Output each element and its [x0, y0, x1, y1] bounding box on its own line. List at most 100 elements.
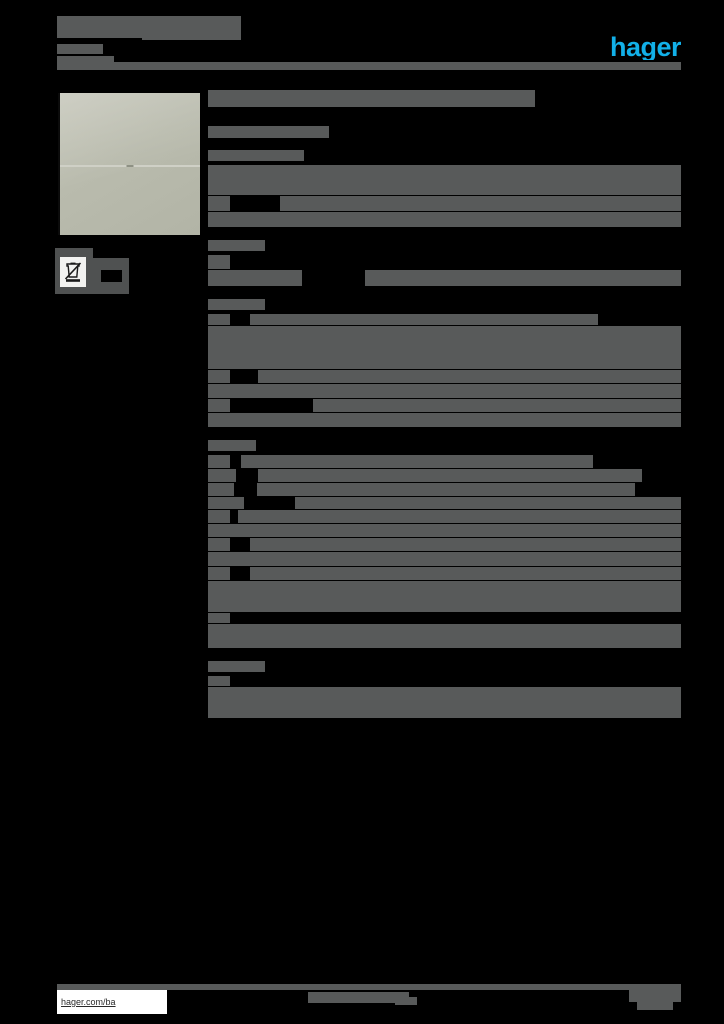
- spec-row-label-redacted: [208, 270, 302, 286]
- document-subtitle-redacted: [57, 44, 103, 54]
- spec-row-value-redacted: [251, 384, 681, 398]
- footer-center-redacted: [308, 992, 409, 1003]
- spec-row-value-redacted: [250, 538, 681, 551]
- spec-row-label-redacted: [208, 483, 234, 496]
- spec-row-value-redacted: [258, 370, 681, 383]
- spec-row-label-redacted: [208, 524, 681, 537]
- weee-icon: [60, 257, 86, 287]
- specification-panel: [208, 90, 681, 731]
- spec-row-label-redacted: [208, 255, 230, 269]
- spec-section-spacer: [208, 228, 681, 240]
- spec-row: [208, 613, 681, 623]
- spec-row: [208, 270, 681, 286]
- spec-row-label-redacted: [208, 552, 681, 566]
- spec-row: [208, 326, 681, 369]
- spec-row: [208, 676, 681, 686]
- document-title-line2-redacted: [142, 22, 241, 40]
- spec-row-label-redacted: [208, 687, 681, 718]
- spec-row-label-redacted: [208, 455, 230, 468]
- document-subtitle2-redacted: [57, 56, 114, 65]
- spec-row-label-redacted: [208, 314, 230, 325]
- spec-row: [208, 212, 681, 227]
- spec-row: [208, 524, 681, 537]
- footer-page-number-redacted: [637, 1001, 673, 1010]
- spec-section: [208, 440, 681, 661]
- weee-icon-tile: [55, 248, 93, 294]
- spec-section-spacer: [208, 428, 681, 440]
- product-image-sheen: [60, 93, 200, 235]
- spec-row-gap: [230, 399, 313, 412]
- spec-section-spacer: [208, 719, 681, 731]
- spec-row-label-redacted: [208, 613, 230, 623]
- spec-row-label-redacted: [208, 581, 681, 612]
- spec-row: [208, 552, 681, 566]
- spec-section: [208, 299, 681, 440]
- product-rocker-split-line: [60, 165, 200, 167]
- hager-logo: hager: [609, 34, 681, 60]
- footer-website-link[interactable]: hager.com/ba: [57, 990, 167, 1014]
- footer-right-redacted: [629, 990, 681, 1002]
- spec-row: [208, 567, 681, 580]
- footer-center2-redacted: [395, 997, 417, 1005]
- spec-section-heading-redacted: [208, 150, 304, 161]
- spec-section-spacer: [208, 287, 681, 299]
- page-header: hager: [57, 16, 681, 72]
- spec-row: [208, 455, 681, 468]
- spec-row-gap: [230, 196, 280, 211]
- spec-row-label-redacted: [208, 399, 230, 412]
- spec-section: [208, 150, 681, 240]
- spec-section-heading-redacted: [208, 299, 265, 310]
- spec-row: [208, 314, 681, 325]
- specification-sections: [208, 150, 681, 731]
- spec-row-label-redacted: [208, 413, 681, 427]
- spec-row: [208, 196, 681, 211]
- spec-row: [208, 624, 681, 648]
- spec-row: [208, 384, 681, 398]
- spec-row: [208, 510, 681, 523]
- spec-row-label-redacted: [208, 196, 230, 211]
- spec-row: [208, 370, 681, 383]
- spec-row-label-redacted: [208, 538, 230, 551]
- specification-kicker-redacted: [208, 126, 329, 138]
- spec-row-tail-gap: [598, 314, 681, 325]
- spec-row-label-redacted: [208, 384, 251, 398]
- spec-row-label-redacted: [208, 567, 230, 580]
- spec-row-gap: [230, 314, 250, 325]
- spec-row-value-redacted: [250, 314, 598, 325]
- spec-row-gap: [230, 538, 250, 551]
- symbol-row: [55, 248, 129, 294]
- spec-row-gap: [302, 270, 365, 286]
- spec-row-gap: [230, 567, 250, 580]
- spec-row: [208, 413, 681, 427]
- spec-row-gap: [236, 469, 258, 482]
- footer-divider: [57, 984, 681, 990]
- spec-section-heading-redacted: [208, 661, 265, 672]
- spec-row-value-redacted: [280, 196, 681, 211]
- spec-row: [208, 165, 681, 195]
- spec-row-gap: [230, 370, 258, 383]
- spec-row-tail-gap: [642, 469, 681, 482]
- spec-row-gap: [234, 483, 257, 496]
- spec-row-gap: [244, 497, 295, 509]
- spec-row-label-redacted: [208, 469, 236, 482]
- spec-row-gap: [230, 455, 241, 468]
- spec-row-label-redacted: [208, 326, 681, 369]
- secondary-symbol-tile: [93, 258, 129, 294]
- spec-row: [208, 255, 681, 269]
- spec-row-value-redacted: [295, 497, 681, 509]
- spec-row-value-redacted: [313, 399, 681, 412]
- spec-row-label-redacted: [208, 624, 681, 648]
- spec-row-value-redacted: [250, 567, 681, 580]
- spec-row-gap: [230, 510, 238, 523]
- spec-section: [208, 240, 681, 299]
- spec-row-label-redacted: [208, 497, 244, 509]
- spec-row-value-redacted: [241, 455, 593, 468]
- spec-section-spacer: [208, 649, 681, 661]
- spec-row-label-redacted: [208, 676, 230, 686]
- spec-row: [208, 469, 681, 482]
- spec-row-value-redacted: [257, 483, 635, 496]
- spec-row: [208, 483, 681, 496]
- spec-row-value-redacted: [365, 270, 681, 286]
- spec-row-label-redacted: [208, 212, 681, 227]
